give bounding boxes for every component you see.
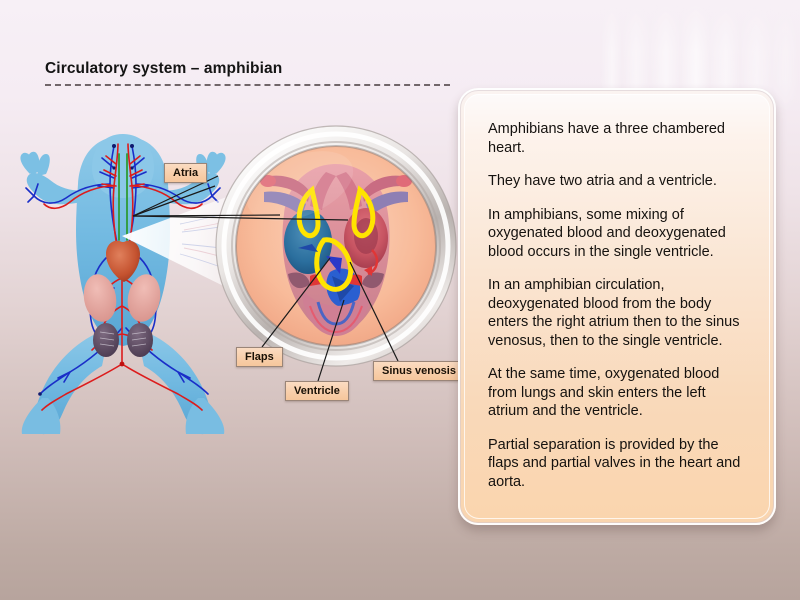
info-panel: Amphibians have a three chambered heart.… xyxy=(458,88,776,525)
frog-kidney-left xyxy=(93,323,119,357)
info-paragraph: They have two atria and a ventricle. xyxy=(488,173,717,189)
heart-magnifier xyxy=(214,124,458,368)
info-paragraph: Partial separation is provided by the fl… xyxy=(488,436,741,490)
page-title: Circulatory system – amphibian xyxy=(45,60,283,77)
frog-kidney-right xyxy=(127,323,153,357)
great-vessels xyxy=(260,172,412,216)
info-paragraph: In amphibians, some mixing of oxygenated… xyxy=(488,206,726,260)
callout-atria[interactable]: Atria xyxy=(164,163,208,183)
info-panel-body: Amphibians have a three chambered heart.… xyxy=(464,94,770,519)
info-paragraph: At the same time, oxygenated blood from … xyxy=(488,366,720,419)
callout-flaps[interactable]: Flaps xyxy=(236,347,283,367)
info-paragraph: In an amphibian circulation, deoxygenate… xyxy=(488,277,740,349)
page-title-block: Circulatory system – amphibian xyxy=(45,60,450,86)
callout-sinus-venosis[interactable]: Sinus venosis xyxy=(373,361,465,381)
info-paragraph: Amphibians have a three chambered heart. xyxy=(488,121,725,156)
frog-lung-left xyxy=(83,274,117,322)
callout-ventricle[interactable]: Ventricle xyxy=(285,381,349,401)
title-dashed-rule xyxy=(45,84,450,86)
frog-artery-node xyxy=(119,361,125,367)
